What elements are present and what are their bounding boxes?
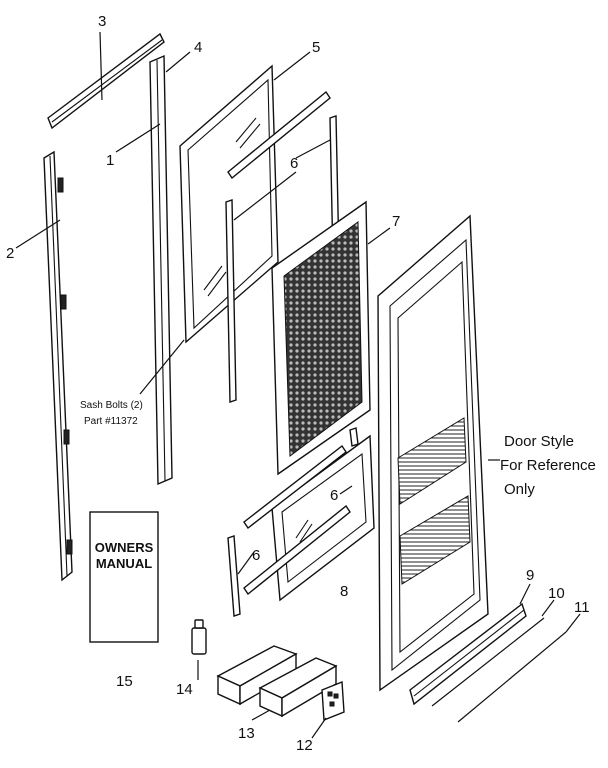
callout-1: 1 <box>106 152 114 169</box>
callout-15: 15 <box>116 673 133 690</box>
part-4-latch-rail <box>149 54 173 486</box>
part-14-bottle <box>191 619 207 655</box>
door-style-note-line-2: For Reference <box>500 457 596 474</box>
callout-8: 8 <box>340 583 348 600</box>
part-13-boxes <box>216 645 338 718</box>
leader-lines <box>15 31 581 739</box>
part-6-lower-strips <box>227 427 359 617</box>
part-10-insert <box>431 617 545 707</box>
callout-9: 9 <box>526 567 534 584</box>
callout-11: 11 <box>574 599 590 616</box>
part-11-drip-strip <box>457 631 567 723</box>
callout-7: 7 <box>392 213 400 230</box>
door-frame <box>377 214 489 692</box>
part-15-owners-manual <box>89 511 159 643</box>
callout-13: 13 <box>238 725 255 742</box>
callout-6-middle: 6 <box>330 487 338 504</box>
sash-bolts-note-line-1: Sash Bolts (2) <box>80 400 143 411</box>
part-12-handle-card <box>321 680 345 722</box>
callout-5: 5 <box>312 39 320 56</box>
part-9-sweep <box>409 602 527 706</box>
part-6-upper-strips <box>225 90 341 403</box>
callout-4: 4 <box>194 39 202 56</box>
callout-14: 14 <box>176 681 193 698</box>
part-7-screen-panel <box>271 200 371 476</box>
callout-6-lower: 6 <box>252 547 260 564</box>
callout-6-upper: 6 <box>290 155 298 172</box>
callout-10: 10 <box>548 585 565 602</box>
manual-line-1: OWNERS <box>95 540 154 555</box>
callout-12: 12 <box>296 737 313 754</box>
callout-3: 3 <box>98 13 106 30</box>
part-3-top-bar <box>47 32 165 130</box>
sash-bolts-note-line-2: Part #11372 <box>84 416 138 427</box>
manual-line-2: MANUAL <box>96 556 152 571</box>
part-2-hinge-rail <box>43 150 73 582</box>
door-style-note-line-3: Only <box>504 481 535 498</box>
door-style-note-line-1: Door Style <box>504 433 574 450</box>
callout-2: 2 <box>6 245 14 262</box>
